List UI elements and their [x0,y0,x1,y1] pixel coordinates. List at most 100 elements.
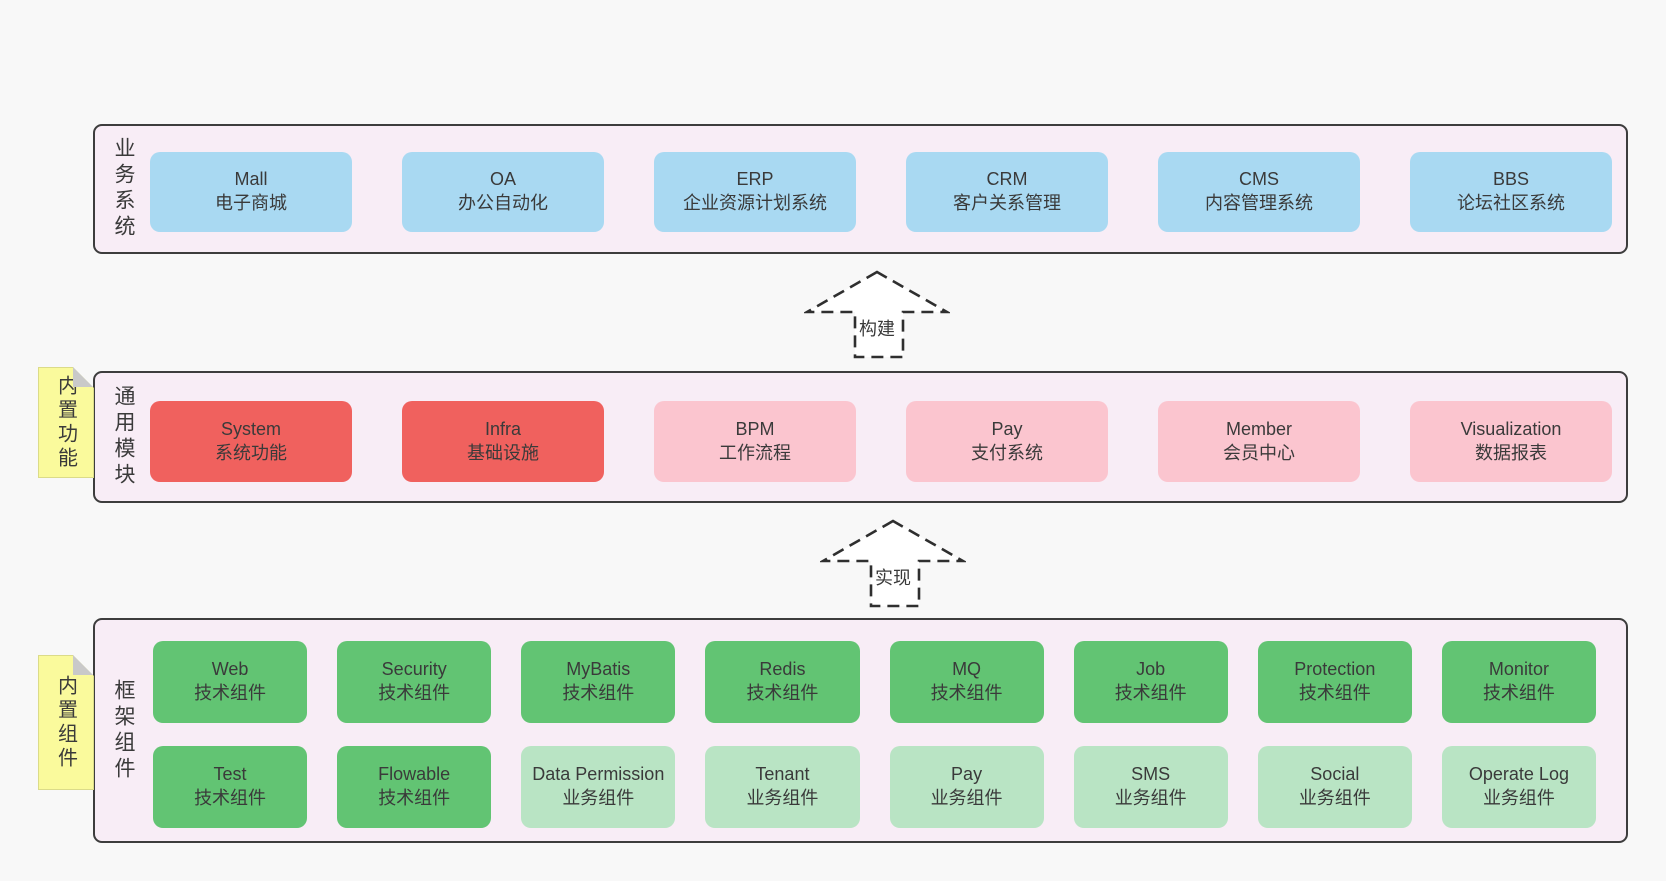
module-box-infra: Infra 基础设施 [402,401,604,482]
module-desc: 技术组件 [562,683,635,703]
module-box-erp: ERP 企业资源计划系统 [654,152,856,232]
business-systems-row: Mall 电子商城 OA 办公自动化 ERP 企业资源计划系统 CRM 客户关系管理 CMS 内容… [150,152,1612,232]
module-name: Web [211,659,249,680]
build-arrow: 构建 [804,269,950,361]
module-desc: 业务组件 [930,788,1003,808]
module-desc: 工作流程 [719,442,791,463]
module-box-pay: Pay 支付系统 [906,401,1108,482]
section-business-systems-label: 业务系统 [112,137,135,241]
module-name: BBS [1492,169,1530,190]
module-box-pay: Pay 业务组件 [889,746,1044,828]
module-desc: 技术组件 [1114,683,1187,703]
sticky-note-builtin-components: 内置组件 [38,655,94,790]
module-name: CRM [986,169,1028,190]
module-box-redis: Redis 技术组件 [705,641,860,723]
module-box-data-permission: Data Permission 业务组件 [521,746,676,828]
implement-arrow: 实现 [820,518,966,610]
module-box-system: System 系统功能 [150,401,352,482]
build-arrow-label: 构建 [859,319,895,339]
dashed-up-arrow-icon [820,519,966,608]
module-desc: 支付系统 [971,442,1043,463]
module-desc: 技术组件 [930,683,1003,703]
module-desc: 技术组件 [194,683,267,703]
module-name: Flowable [378,764,451,785]
module-box-oa: OA 办公自动化 [402,152,604,232]
module-name: ERP [736,169,774,190]
module-box-tenant: Tenant 业务组件 [705,746,860,828]
module-box-crm: CRM 客户关系管理 [906,152,1108,232]
section-common-modules-label: 通用模块 [112,385,135,489]
module-desc: 业务组件 [562,788,635,808]
section-business-systems: 业务系统 Mall 电子商城 OA 办公自动化 ERP 企业资源计划系统 CRM 客户关系管理… [93,124,1628,254]
module-desc: 基础设施 [467,442,539,463]
module-name: Pay [991,418,1023,439]
module-name: Job [1136,659,1166,680]
module-box-security: Security 技术组件 [337,641,492,723]
module-box-operate-log: Operate Log 业务组件 [1441,746,1596,828]
module-box-flowable: Flowable 技术组件 [337,746,492,828]
module-name: OA [489,169,516,190]
dashed-up-arrow-icon [804,270,950,359]
module-desc: 数据报表 [1475,442,1547,463]
module-desc: 技术组件 [378,683,451,703]
module-box-visualization: Visualization 数据报表 [1410,401,1612,482]
module-desc: 业务组件 [1114,788,1187,808]
module-box-bbs: BBS 论坛社区系统 [1410,152,1612,232]
module-desc: 业务组件 [1482,788,1555,808]
module-name: Member [1225,418,1292,439]
module-box-bpm: BPM 工作流程 [654,401,856,482]
implement-arrow-label: 实现 [875,568,911,588]
module-desc: 论坛社区系统 [1457,193,1565,213]
section-framework-components-label: 框架组件 [112,678,135,783]
module-box-mq: MQ 技术组件 [889,641,1044,723]
module-name: MQ [952,659,982,680]
module-desc: 技术组件 [746,683,819,703]
module-box-sms: SMS 业务组件 [1073,746,1228,828]
module-box-web: Web 技术组件 [153,641,308,723]
module-box-member: Member 会员中心 [1158,401,1360,482]
module-name: System [220,418,281,439]
module-name: Tenant [755,764,810,785]
module-desc: 技术组件 [194,788,267,808]
module-name: Monitor [1488,659,1549,680]
module-desc: 系统功能 [215,442,287,463]
module-name: Visualization [1460,418,1562,439]
sticky-note-builtin-features: 内置功能 [38,367,94,478]
module-desc: 客户关系管理 [953,193,1061,213]
module-box-social: Social 业务组件 [1257,746,1412,828]
module-desc: 企业资源计划系统 [683,193,827,213]
module-name: MyBatis [566,659,631,680]
module-box-mybatis: MyBatis 技术组件 [521,641,676,723]
module-name: Infra [484,418,522,439]
module-desc: 电子商城 [215,193,287,213]
module-name: CMS [1239,169,1279,190]
module-name: Operate Log [1468,764,1569,785]
section-common-modules: 通用模块 System 系统功能 Infra 基础设施 BPM 工作流程 Pay 支付系统 Me… [93,371,1628,503]
module-name: Social [1310,764,1360,785]
module-name: Data Permission [532,764,665,785]
module-box-job: Job 技术组件 [1073,641,1228,723]
module-desc: 业务组件 [1298,788,1371,808]
module-name: Mall [234,169,268,190]
module-desc: 技术组件 [378,788,451,808]
module-desc: 内容管理系统 [1205,193,1313,213]
module-desc: 会员中心 [1223,442,1295,463]
module-box-cms: CMS 内容管理系统 [1158,152,1360,232]
module-name: Security [381,659,447,680]
module-desc: 业务组件 [746,788,819,808]
common-modules-row: System 系统功能 Infra 基础设施 BPM 工作流程 Pay 支付系统 Member 会… [150,401,1612,482]
module-name: BPM [735,418,775,439]
module-desc: 技术组件 [1298,683,1371,703]
module-desc: 办公自动化 [458,193,548,213]
module-name: SMS [1131,764,1171,785]
module-name: Redis [759,659,806,680]
module-name: Pay [951,764,983,785]
module-box-mall: Mall 电子商城 [150,152,352,232]
